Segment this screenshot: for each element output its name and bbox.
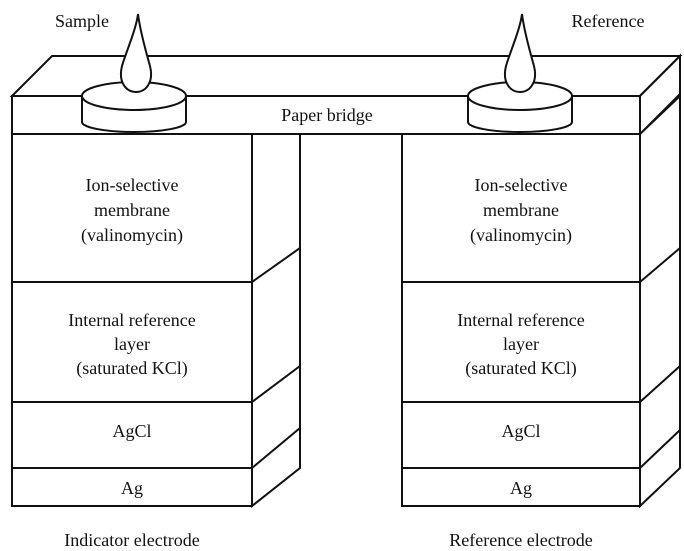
indicator-membrane-layer: [11, 133, 253, 283]
reference-membrane-line-1: Ion-selective: [475, 175, 568, 195]
reference-agcl-layer: [401, 401, 641, 469]
indicator-internal-line-3: (saturated KCl): [76, 358, 187, 379]
indicator-electrode-stack: [11, 133, 301, 509]
reference-internal-reference-layer: [401, 281, 641, 403]
indicator-internal-line-2: layer: [114, 334, 150, 354]
indicator-agcl-label: AgCl: [112, 421, 151, 441]
sample-well: [81, 81, 187, 133]
reference-electrode-caption: Reference electrode: [449, 530, 592, 550]
reference-ag-label: Ag: [510, 478, 532, 498]
indicator-electrode-side: [251, 133, 301, 509]
reference-electrode-stack: [401, 93, 681, 509]
reference-membrane-line-3: (valinomycin): [470, 225, 572, 246]
reference-electrode-side: [639, 93, 681, 509]
sample-drop-icon: [120, 13, 152, 94]
indicator-agcl-layer: [11, 401, 253, 469]
indicator-internal-reference-layer: [11, 281, 253, 403]
reference-internal-line-2: layer: [503, 334, 539, 354]
indicator-ag-label: Ag: [121, 478, 143, 498]
reference-label: Reference: [572, 11, 645, 31]
indicator-ag-layer: [11, 467, 253, 507]
reference-internal-line-3: (saturated KCl): [465, 358, 576, 379]
reference-membrane-line-2: membrane: [483, 200, 559, 220]
indicator-membrane-line-1: Ion-selective: [86, 175, 179, 195]
indicator-electrode-caption: Indicator electrode: [64, 530, 199, 550]
indicator-membrane-line-3: (valinomycin): [81, 225, 183, 246]
reference-ag-layer: [401, 467, 641, 507]
reference-internal-line-1: Internal reference: [457, 310, 584, 330]
reference-drop-icon: [504, 13, 536, 94]
reference-agcl-label: AgCl: [501, 421, 540, 441]
indicator-internal-line-1: Internal reference: [68, 310, 195, 330]
indicator-membrane-line-2: membrane: [94, 200, 170, 220]
paper-bridge-label: Paper bridge: [281, 105, 372, 125]
sample-label: Sample: [55, 11, 109, 31]
reference-well: [467, 81, 573, 133]
